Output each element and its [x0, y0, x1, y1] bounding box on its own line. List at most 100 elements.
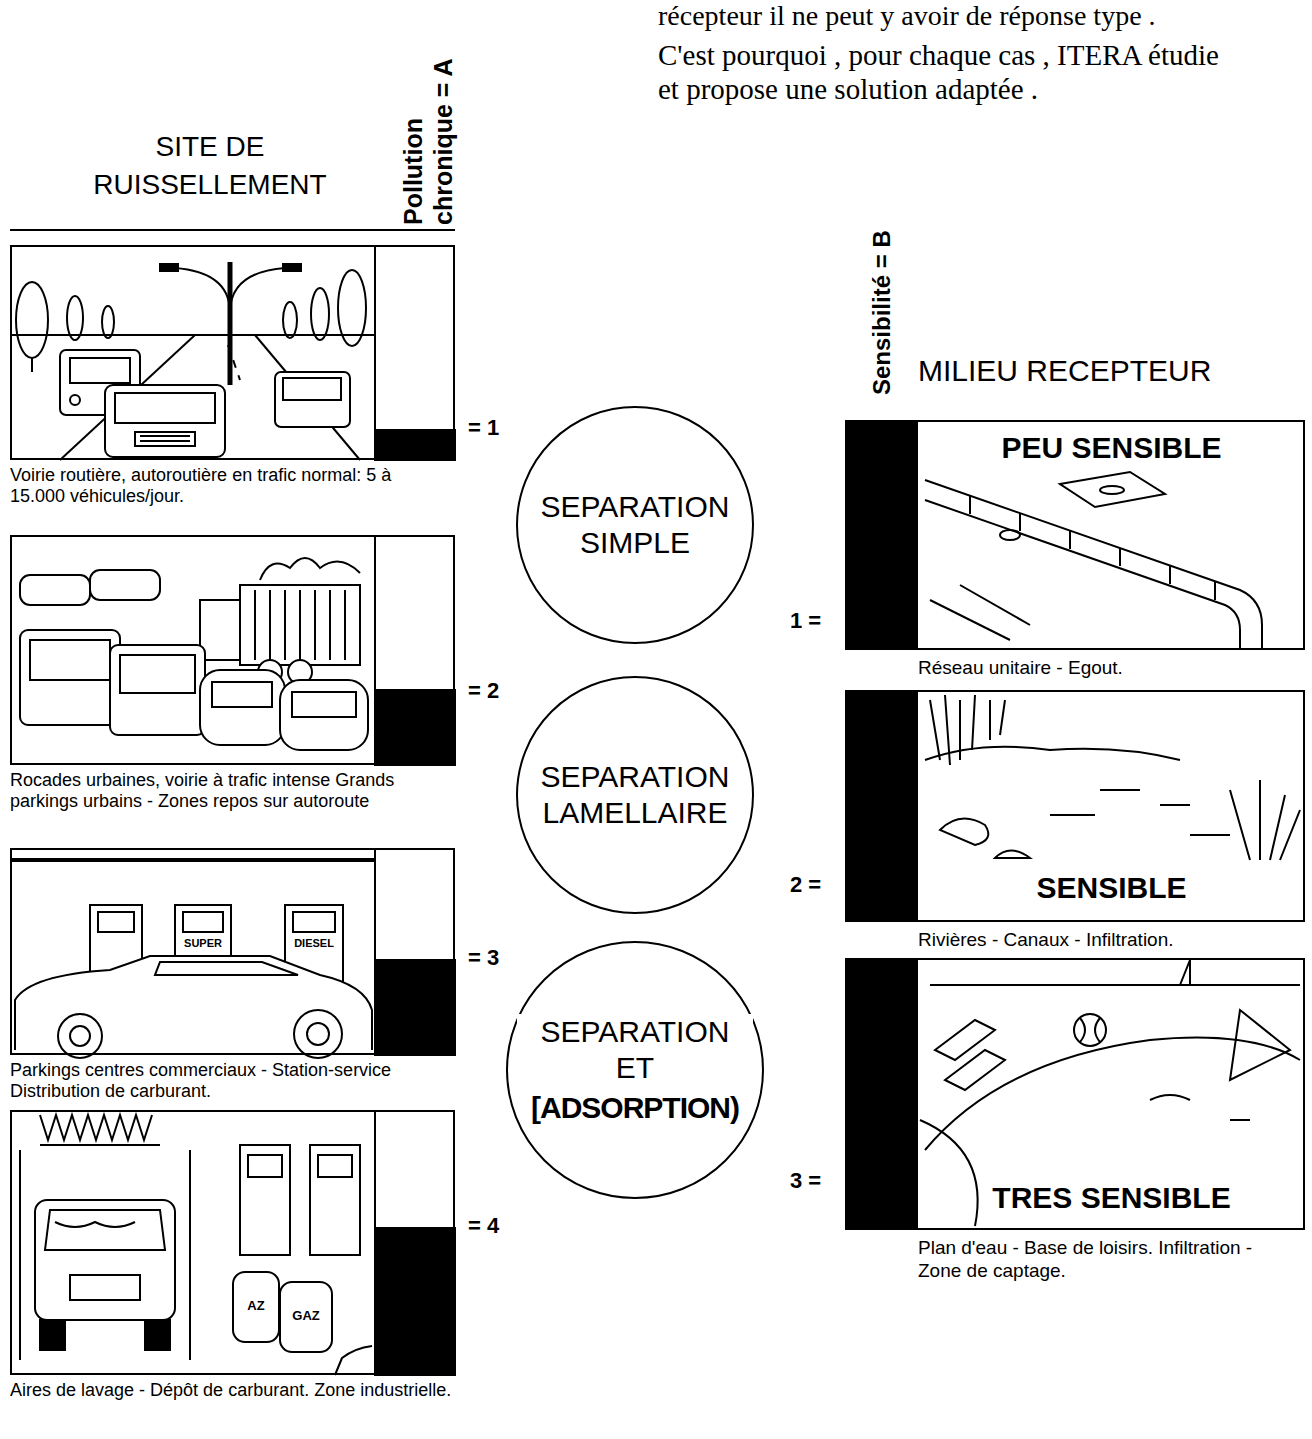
fuel-station-drawing: [10, 860, 375, 1058]
level-number: = 3: [468, 945, 512, 971]
gas-bottle-label: GAZ: [282, 1308, 330, 1323]
highway-drawing: [10, 262, 375, 460]
level-number: = 1: [468, 415, 512, 441]
car-wash-drawing-part: [240, 1145, 290, 1255]
panel-caption: Rocades urbaines, voirie à trafic intens…: [10, 770, 410, 812]
car-wash-drawing-part: [40, 1320, 65, 1350]
sensitivity-bar: [847, 692, 918, 920]
level-number: = 4: [468, 1213, 512, 1239]
car-wash-drawing-part: [45, 1210, 165, 1250]
traffic-jam-drawing-part: [90, 570, 160, 600]
circle-text-stack: SEPARATION ET[ADSORPTION): [505, 940, 765, 1200]
car-wash-drawing-part: [248, 1155, 282, 1177]
sewer-curb-drawing-part: [1060, 472, 1165, 507]
highway-drawing-part: [10, 334, 375, 336]
car-wash-drawing-part: [280, 1282, 332, 1352]
traffic-jam-drawing-part: [20, 630, 120, 725]
fuel-station-drawing-part: [293, 912, 335, 932]
panel-caption: Réseau unitaire - Egout.: [918, 656, 1298, 679]
sensitivity-heading: SENSIBLE: [1030, 870, 1192, 906]
river-drawing-part: [925, 747, 1180, 760]
beach-drawing-part: [920, 1120, 978, 1226]
header-rule: [10, 229, 455, 231]
traffic-jam-drawing-part: [30, 640, 110, 680]
fuel-station-drawing-part: [155, 962, 298, 975]
river-drawing-part: [940, 819, 988, 845]
traffic-jam-drawing: [20, 558, 368, 750]
car-wash-drawing-part: [145, 1320, 170, 1350]
runoff-site-panel: Aires de lavage - Dépôt de carburant. Zo…: [10, 1110, 455, 1375]
car-wash-drawing-part: [40, 1115, 152, 1140]
sewer-curb-drawing-part: [1100, 486, 1124, 494]
pollution-level-bar-part: [375, 960, 455, 1055]
highway-drawing-part: [283, 378, 341, 400]
heading-row: TRES SENSIBLE: [920, 1180, 1303, 1216]
highway-drawing-part: [283, 302, 297, 338]
treatment-circle: SEPARATION ET[ADSORPTION): [505, 940, 765, 1200]
pollution-level-bar-part: [374, 245, 376, 460]
runoff-site-panel: Rocades urbaines, voirie à trafic intens…: [10, 535, 455, 765]
column-heading: SITE DE RUISSELLEMENT: [55, 128, 365, 204]
treatment-label: SEPARATION LAMELLAIRE: [527, 759, 743, 831]
highway-drawing-part: [160, 264, 178, 271]
traffic-jam-drawing-part: [280, 680, 368, 750]
highway-drawing-part: [31, 358, 33, 372]
sewer-curb-drawing-part: [970, 496, 1215, 600]
highway-drawing-part: [311, 288, 329, 340]
panel-caption: Parkings centres commerciaux - Station-s…: [10, 1060, 455, 1102]
receiving-environment-panel: PEU SENSIBLERéseau unitaire - Egout.: [845, 420, 1305, 650]
beach-drawing-part: [1150, 1095, 1250, 1120]
circle-outline-shape: [507, 942, 763, 1198]
beach-drawing-part: [935, 1020, 1005, 1090]
treatment-label: [ADSORPTION): [528, 1090, 742, 1126]
highway-drawing-part: [102, 306, 114, 338]
river-drawing-part: [1050, 790, 1230, 835]
traffic-jam-drawing-part: [292, 692, 356, 717]
panel-caption: Voirie routière, autoroutière en trafic …: [10, 465, 450, 507]
intro-text: récepteur il ne peut y avoir de réponse …: [658, 0, 1308, 32]
car-wash-drawing: [20, 1115, 372, 1375]
heading-row: SENSIBLE: [920, 870, 1303, 906]
traffic-jam-drawing-part: [20, 575, 90, 605]
fuel-station-drawing-part: [294, 1010, 342, 1058]
receiving-environment-panel: SENSIBLERivières - Canaux - Infiltration…: [845, 690, 1305, 922]
pump-label: DIESEL: [287, 937, 341, 950]
panel-caption: Rivières - Canaux - Infiltration.: [918, 928, 1298, 951]
traffic-jam-drawing-part: [240, 585, 360, 665]
highway-drawing-part: [140, 440, 190, 442]
highway-drawing-part: [338, 270, 366, 346]
highway-drawing-part: [105, 385, 225, 457]
pump-label: SUPER: [177, 937, 229, 950]
river-drawing: [925, 695, 1300, 860]
river-drawing-part: [995, 851, 1030, 859]
level-number: = 2: [468, 678, 512, 704]
sewer-curb-drawing-part: [930, 585, 1030, 640]
gas-bottle-label: AZ: [235, 1298, 277, 1313]
car-wash-drawing-part: [40, 1144, 160, 1146]
highway-drawing-part: [255, 335, 360, 460]
panel-caption: Aires de lavage - Dépôt de carburant. Zo…: [10, 1380, 455, 1401]
axis-title: Pollution chronique = A: [398, 25, 458, 225]
highway-drawing-part: [140, 435, 190, 437]
treatment-circle: SEPARATION SIMPLE: [515, 405, 755, 645]
car-wash-drawing-part: [310, 1145, 360, 1255]
heading-row: PEU SENSIBLE: [920, 430, 1303, 466]
circle-outline-shape: [517, 407, 753, 643]
treatment-label: SEPARATION SIMPLE: [527, 489, 743, 561]
sensitivity-bar: [847, 422, 918, 648]
sensitivity-bar: [847, 960, 918, 1228]
level-number: 3 =: [790, 1168, 836, 1194]
highway-drawing-part: [70, 395, 80, 405]
traffic-jam-drawing-part: [255, 590, 345, 660]
traffic-jam-drawing-part: [110, 645, 205, 735]
beach-drawing-part: [930, 984, 1300, 986]
fuel-station-drawing-part: [183, 912, 223, 932]
car-wash-drawing-part: [35, 1200, 175, 1320]
fuel-station-drawing-part: [307, 1023, 329, 1045]
beach-drawing-part: [1074, 1014, 1106, 1046]
highway-drawing-part: [275, 372, 350, 427]
circle-text-stack: SEPARATION LAMELLAIRE: [515, 675, 755, 915]
sensitivity-heading: PEU SENSIBLE: [995, 430, 1227, 466]
highway-drawing-part: [135, 432, 195, 446]
highway-drawing-part: [175, 268, 285, 310]
